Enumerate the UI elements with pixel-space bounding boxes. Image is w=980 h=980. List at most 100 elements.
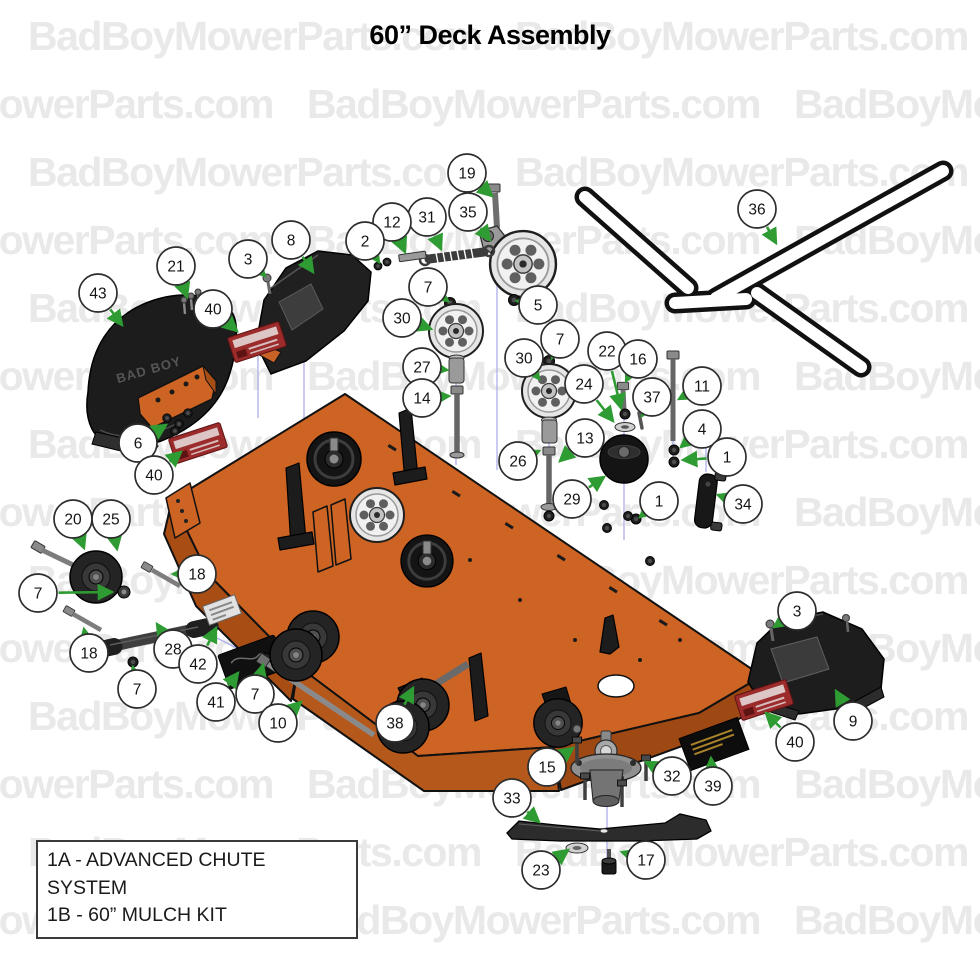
callout-7: 7: [408, 267, 451, 307]
callout-arrow: [834, 688, 851, 708]
callout-3: 3: [228, 239, 268, 279]
callout-number: 11: [694, 379, 710, 396]
callout-circle: [134, 455, 174, 495]
callout-arrow: [431, 359, 450, 377]
legend-item: 1B - 60” MULCH KIT: [47, 904, 227, 927]
callout-29: 29: [552, 475, 607, 519]
roll-pin: [637, 411, 644, 430]
callout-circle: [552, 479, 592, 519]
callout-circle: [69, 633, 109, 673]
callout-arrow: [164, 450, 183, 468]
callout-number: 7: [133, 682, 142, 699]
watermark-text: BadBoyMowerParts.com: [794, 81, 980, 127]
callout-number: 39: [704, 779, 721, 796]
callout-arrow: [220, 315, 239, 333]
callout-circle: [492, 778, 532, 818]
callout-circle: [775, 722, 815, 762]
callout-circle: [447, 153, 487, 193]
callout-arrow: [284, 700, 303, 718]
callout-number: 20: [64, 512, 82, 529]
callout-circle: [382, 298, 422, 338]
watermark-text: BadBoyMowerParts.com: [28, 149, 481, 195]
deck-wheel-25: [69, 550, 123, 604]
callout-circle: [565, 418, 605, 458]
callout-circle: [78, 273, 118, 313]
callout-circle: [632, 377, 672, 417]
callout-circle: [504, 338, 544, 378]
callout-circle: [177, 554, 217, 594]
callout-40: 40: [764, 711, 815, 762]
spindle-assembly: [570, 730, 651, 807]
caster-wheel-bottom-right: [533, 686, 583, 748]
callout-number: 5: [534, 298, 543, 315]
callout-arrow: [398, 685, 415, 706]
callout-arrow: [431, 285, 451, 303]
callout-arrow: [222, 670, 240, 690]
callout-25: 25: [91, 499, 131, 552]
callout-circle: [345, 221, 385, 261]
callout-circle: [117, 669, 157, 709]
warning-label-39: [678, 716, 750, 772]
callout-number: 21: [167, 259, 184, 276]
callout-37: 37: [632, 377, 672, 419]
callout-number: 37: [643, 390, 660, 407]
callout-23: 23: [521, 848, 571, 890]
callout-20: 20: [53, 499, 93, 551]
mower-blade: [506, 813, 712, 842]
watermark-text: BadBoyMowerParts.com: [0, 761, 273, 807]
callout-arrow: [764, 711, 783, 730]
callout-arrow: [414, 316, 434, 332]
callout-number: 7: [556, 332, 565, 349]
callout-arrow: [391, 235, 408, 255]
callout-arrow: [522, 449, 542, 465]
callout-circle: [372, 202, 412, 242]
callout-arrow: [643, 760, 663, 777]
callout-18: 18: [69, 626, 109, 673]
deck-discharge-hole: [597, 674, 635, 698]
callout-number: 38: [386, 716, 403, 733]
deck-mount-tabs: [312, 498, 352, 573]
callout-arrow: [558, 445, 577, 463]
callout-number: 36: [748, 202, 765, 219]
callout-number: 41: [207, 695, 224, 712]
callout-6: 6: [118, 423, 169, 463]
callout-arrow: [297, 255, 315, 275]
callout-3: 3: [771, 591, 817, 631]
serial-label-42: [201, 594, 243, 626]
watermark-text: BadBoyMowerParts.com: [0, 81, 273, 127]
callout-5: 5: [514, 285, 558, 325]
callout-17: 17: [619, 840, 666, 880]
callout-number: 35: [459, 205, 476, 222]
callout-circle: [271, 220, 311, 260]
callout-circle: [178, 644, 218, 684]
callout-number: 40: [204, 302, 222, 319]
callout-arrow: [251, 662, 268, 682]
callout-arrow: [619, 848, 639, 865]
callout-circle: [518, 285, 558, 325]
callout-circle: [228, 239, 268, 279]
spring-pin: [398, 250, 427, 263]
callout-34: 34: [715, 484, 763, 524]
callout-circle: [777, 591, 817, 631]
callout-number: 2: [361, 234, 370, 251]
callout-number: 1: [723, 450, 732, 467]
callout-circle: [196, 682, 236, 722]
watermark-text: BadBoyMowerParts.com: [307, 897, 760, 943]
callout-31: 31: [407, 197, 447, 252]
callout-circle: [91, 499, 131, 539]
callout-arrow: [71, 531, 87, 551]
callout-number: 4: [698, 422, 707, 439]
callout-number: 33: [503, 791, 520, 808]
callout-circle: [639, 481, 679, 521]
callout-circle: [375, 703, 415, 743]
callout-15: 15: [527, 746, 576, 787]
callout-circle: [521, 850, 561, 890]
callout-36: 36: [737, 189, 778, 246]
watermark-text: BadBoyMowerParts.com: [794, 353, 980, 399]
callout-35: 35: [448, 192, 492, 242]
callout-number: 6: [134, 436, 143, 453]
callout-circle: [693, 766, 733, 806]
callout-arrow: [523, 362, 541, 382]
callout-1: 1: [638, 481, 679, 521]
